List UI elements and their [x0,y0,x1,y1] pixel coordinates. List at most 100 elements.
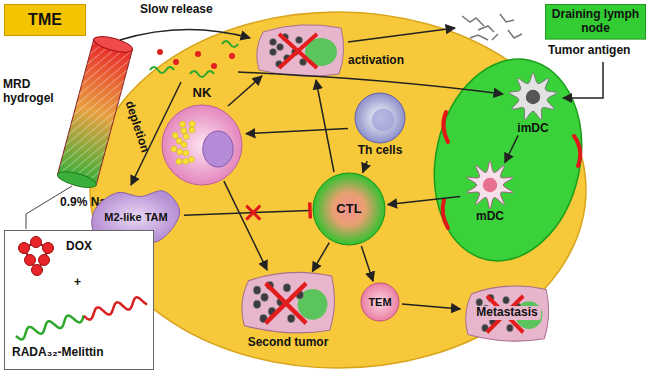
tumor-cell [476,299,483,307]
inhibition-bar [308,202,312,218]
block-mark [246,206,260,220]
th-node: Th cells [350,92,410,162]
kill-mark [279,34,317,68]
memory-t-cell [361,283,399,321]
granule [183,150,189,156]
connector-line [246,129,348,134]
connector-line [402,304,460,309]
drug-dot [157,49,163,55]
synapse-mark [574,136,580,166]
node-text: imDC [517,122,548,136]
connector [184,202,310,219]
annotation-label: activation [348,54,404,68]
node-text: mDC [476,210,504,224]
annotation-label: MRD hydrogel [3,78,55,106]
nk-node: NK [160,86,244,186]
connector-line [184,210,310,215]
inset-box [5,231,154,370]
kill-mark [279,34,317,68]
connector [402,304,460,309]
cell-nucleus [203,131,233,167]
th-cell [355,93,405,143]
dendritic-cell [509,73,556,120]
kill-arrow [316,80,334,172]
connector-line [361,246,373,281]
granule [177,149,183,155]
node-text: + [74,276,81,290]
connector [312,243,329,272]
lymph-region [416,45,599,274]
node-text: DOX [66,240,92,254]
dox-molecule [25,255,36,266]
tumor-node: Second tumor [238,268,338,358]
tumor-cell [503,296,510,304]
dox-molecule [31,237,42,248]
label-box [5,5,86,36]
ctl-node: CTL [312,172,386,246]
tumor-illustration [466,286,549,341]
connector-line [312,243,329,272]
hydrogel-top [92,33,134,55]
nk-cell [162,105,242,185]
peptide-fragment [190,71,214,77]
granule [189,127,195,133]
antigen-arrow [348,28,455,42]
granule [176,159,182,165]
hydrogel-cylinder [56,33,134,190]
granule [181,128,187,134]
tumor-body [257,25,344,76]
dox-molecule [43,243,54,254]
granule [171,146,177,152]
connector-line [505,135,518,162]
connector [224,181,267,270]
connector-line [388,196,460,204]
hydrogel-texture [58,39,133,185]
granule [189,121,195,127]
kill-mark [266,283,307,323]
connector-line [363,161,367,173]
node-text: TEM [368,296,391,309]
kill-arrow [228,76,262,106]
granule [183,158,189,164]
peptide-fragment [150,67,174,73]
connector [363,161,367,173]
granule [172,133,178,139]
mdc-node: mDC [462,160,518,226]
antigen-fragments [462,14,522,40]
tumor-node: Metastasis [462,282,552,344]
connector [361,246,373,281]
dox-molecule [19,243,30,254]
released-drug [150,41,238,77]
annotation-label: depletion [122,99,152,154]
tumor-illustration [242,272,335,333]
kill-mark [266,283,307,323]
activation-arrow [238,72,503,94]
tem-node: TEM [360,282,400,322]
node-text: M2-like TAM [104,211,167,224]
granule [183,133,189,139]
node-text: RADA₃₂-Melittin [12,346,104,360]
connector-line [224,181,267,270]
box-node: Draining lymph node [545,4,646,40]
peptide-fragment [222,41,238,47]
annotation-label: Tumor antigen [548,44,630,58]
drug-dot [211,63,217,69]
granule [188,157,194,163]
node-text: Draining lymph node [545,8,646,36]
node-text: Th cells [358,144,403,158]
drug-dot [173,59,179,65]
granule [180,121,186,127]
synapse-mark [443,112,448,142]
cell-nucleus [526,90,540,104]
hydrogel-bottom [56,169,98,191]
melittin-peptide [84,297,147,319]
tumor-cell [253,300,260,308]
cell-nucleus [483,178,497,192]
block-mark [246,206,260,220]
node-shape [160,86,244,186]
imdc-node: imDC [505,72,561,138]
tumor-cell [261,293,268,301]
dox-molecule [32,265,43,276]
tumor-body [242,272,335,333]
